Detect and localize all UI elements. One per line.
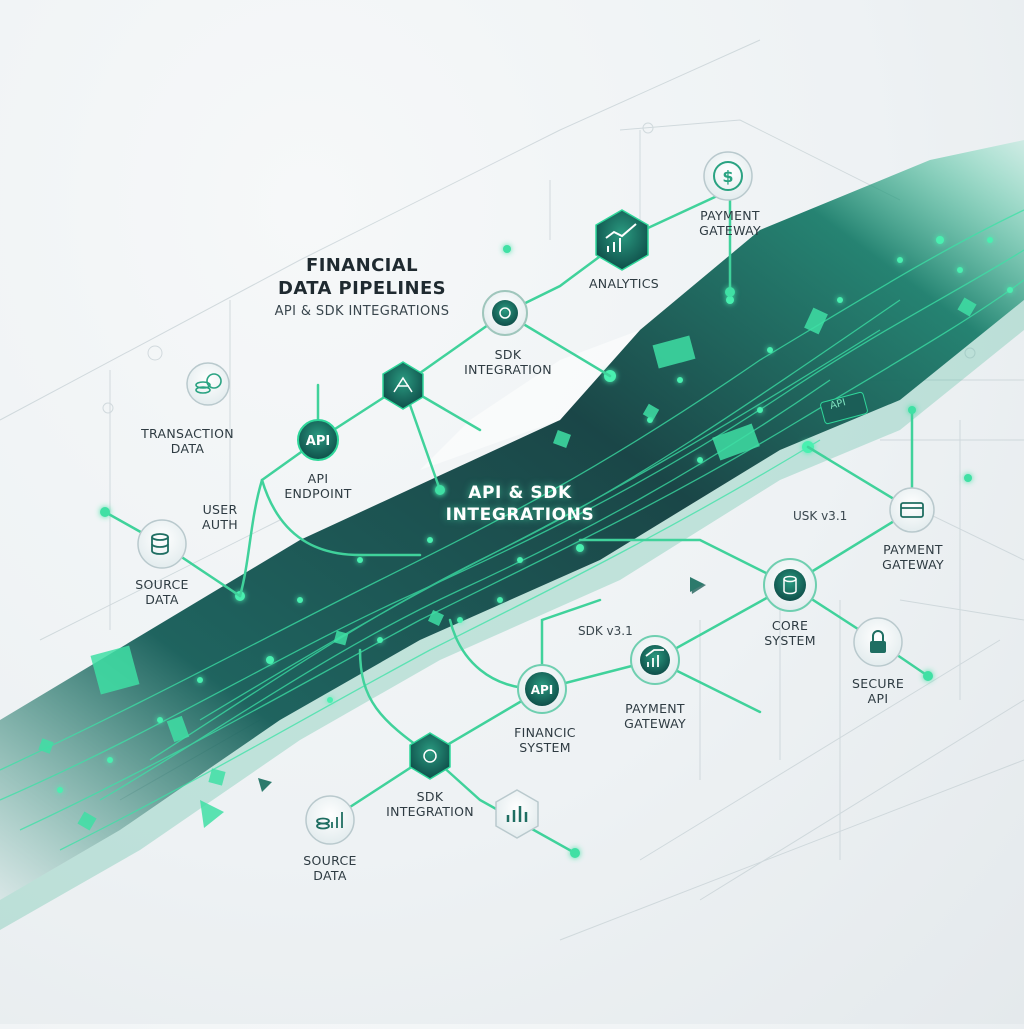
source-data-left-node[interactable] (137, 519, 187, 569)
usk-version-label: USK v3.1 (793, 509, 848, 523)
payment-gateway-top-node[interactable]: $ (703, 151, 753, 201)
dollar-coin-icon: $ (722, 167, 733, 186)
label-analytics: ANALYTICS (588, 276, 660, 291)
hub-node[interactable] (382, 361, 424, 410)
gear-dots-icon (499, 307, 511, 319)
network-hex-icon (393, 376, 413, 393)
coins-icon (195, 373, 222, 394)
core-system-node[interactable] (763, 558, 817, 612)
payment-gateway-mid-node[interactable] (630, 635, 680, 685)
arrow-markers (258, 577, 704, 792)
chart-up-icon (605, 223, 637, 252)
transaction-data-node[interactable] (186, 362, 230, 406)
bar-chart-icon (506, 806, 528, 822)
lock-icon (870, 630, 886, 653)
bar-chart-node[interactable] (495, 789, 539, 839)
title-line-2: DATA PIPELINES (277, 278, 447, 299)
title-subtitle: API & SDK INTEGRATIONS (274, 304, 450, 319)
card-icon (900, 502, 924, 518)
database-icon (151, 533, 169, 555)
coins-chart-icon (316, 812, 343, 830)
api-endpoint-node[interactable]: API (297, 419, 339, 461)
title-line-1: FINANCIAL (306, 255, 418, 276)
database-icon (783, 575, 797, 595)
center-label-line-1: API & SDK (468, 483, 572, 503)
stream-lines (0, 209, 1024, 851)
financial-system-node[interactable]: API (517, 664, 567, 714)
sdk-integration-top-node[interactable] (482, 290, 528, 336)
api-badge-icon: API (531, 683, 554, 697)
stream-shapes (38, 297, 977, 831)
diagram-title: FINANCIAL DATA PIPELINES API & SDK INTEG… (262, 254, 462, 319)
api-chip (820, 391, 868, 425)
connector-dots (100, 245, 972, 858)
gear-dots-icon (423, 749, 437, 763)
sdk-version-label: SDK v3.1 (578, 624, 633, 638)
sdk-integration-bottom-node[interactable] (409, 732, 451, 780)
source-data-bottom-node[interactable] (305, 795, 355, 845)
payment-gateway-right-node[interactable] (889, 487, 935, 533)
api-badge-icon: API (306, 434, 330, 449)
analytics-node[interactable] (595, 209, 649, 271)
chart-up-icon (645, 649, 664, 667)
center-label-line-2: INTEGRATIONS (445, 505, 595, 525)
secure-api-node[interactable] (853, 617, 903, 667)
center-label: API & SDK INTEGRATIONS (420, 482, 620, 526)
